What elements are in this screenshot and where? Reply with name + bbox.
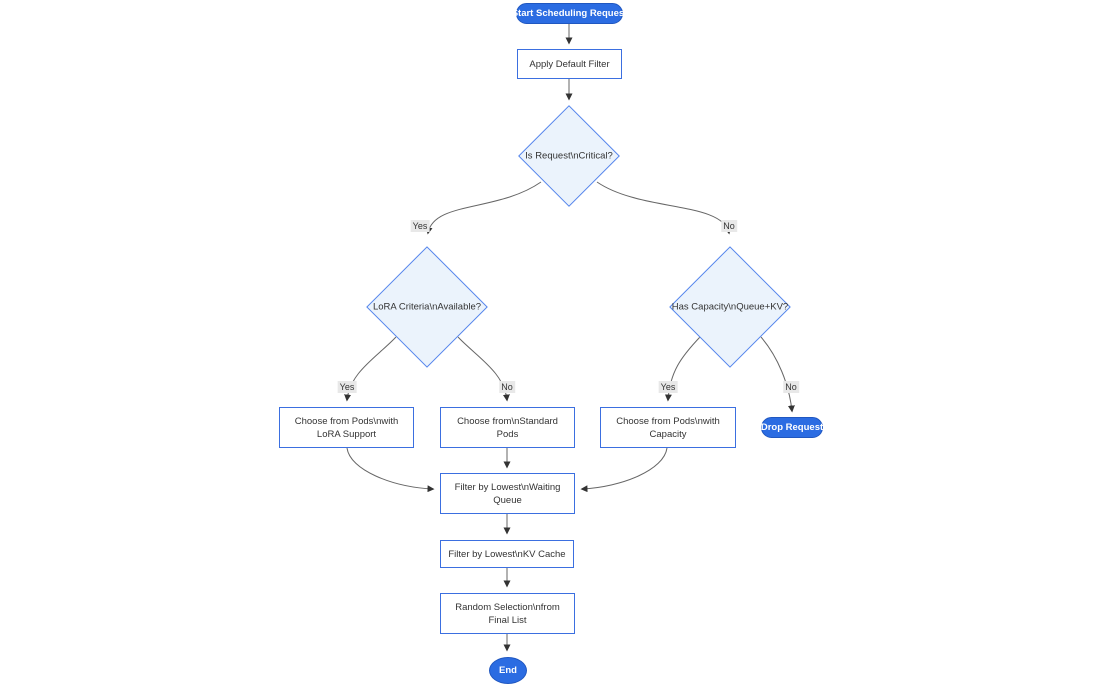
edge-label-lora-no: No (499, 381, 515, 393)
node-start-label: Start Scheduling Request (511, 8, 628, 19)
node-apply-default-filter: Apply Default Filter (517, 49, 622, 79)
node-filter-waiting-queue: Filter by Lowest\nWaiting Queue (440, 473, 575, 514)
node-end-label: End (499, 665, 517, 676)
node-filter-kv-cache: Filter by Lowest\nKV Cache (440, 540, 574, 568)
edge-label-lora-yes: Yes (337, 381, 357, 393)
edge-label-capacity-yes: Yes (658, 381, 678, 393)
node-apply-default-filter-label: Apply Default Filter (529, 58, 610, 70)
node-has-capacity: Has Capacity\nQueue+KV? (669, 246, 791, 368)
edge-capacity-no (760, 336, 795, 413)
node-filter-kv-cache-label: Filter by Lowest\nKV Cache (448, 548, 566, 560)
node-choose-lora-pods: Choose from Pods\nwith LoRA Support (279, 407, 414, 448)
node-end: End (489, 657, 527, 684)
node-choose-capacity-pods-label: Choose from Pods\nwith Capacity (616, 415, 720, 440)
edge-is-critical-yes (425, 181, 542, 235)
node-is-critical-label: Is Request\nCritical? (525, 150, 613, 162)
edge-label-critical-no: No (721, 220, 737, 232)
edge-capacity-pods-to-filter-queue (580, 447, 668, 493)
edge-lora-pods-to-filter-queue (346, 447, 435, 493)
edge-label-capacity-no: No (783, 381, 799, 393)
node-drop-request: Drop Request (761, 417, 823, 438)
node-random-selection: Random Selection\nfrom Final List (440, 593, 575, 634)
node-is-critical: Is Request\nCritical? (518, 105, 620, 207)
node-choose-capacity-pods: Choose from Pods\nwith Capacity (600, 407, 736, 448)
node-lora-criteria-label: LoRA Criteria\nAvailable? (372, 301, 482, 313)
node-lora-criteria: LoRA Criteria\nAvailable? (366, 246, 488, 368)
node-choose-standard-pods: Choose from\nStandard Pods (440, 407, 575, 448)
node-choose-lora-pods-label: Choose from Pods\nwith LoRA Support (294, 415, 399, 440)
node-filter-waiting-queue-label: Filter by Lowest\nWaiting Queue (454, 481, 561, 506)
node-random-selection-label: Random Selection\nfrom Final List (455, 601, 560, 626)
node-has-capacity-label: Has Capacity\nQueue+KV? (671, 301, 789, 313)
edge-label-critical-yes: Yes (410, 220, 430, 232)
node-drop-request-label: Drop Request (760, 422, 824, 433)
node-choose-standard-pods-label: Choose from\nStandard Pods (457, 415, 558, 440)
node-start: Start Scheduling Request (512, 3, 627, 24)
